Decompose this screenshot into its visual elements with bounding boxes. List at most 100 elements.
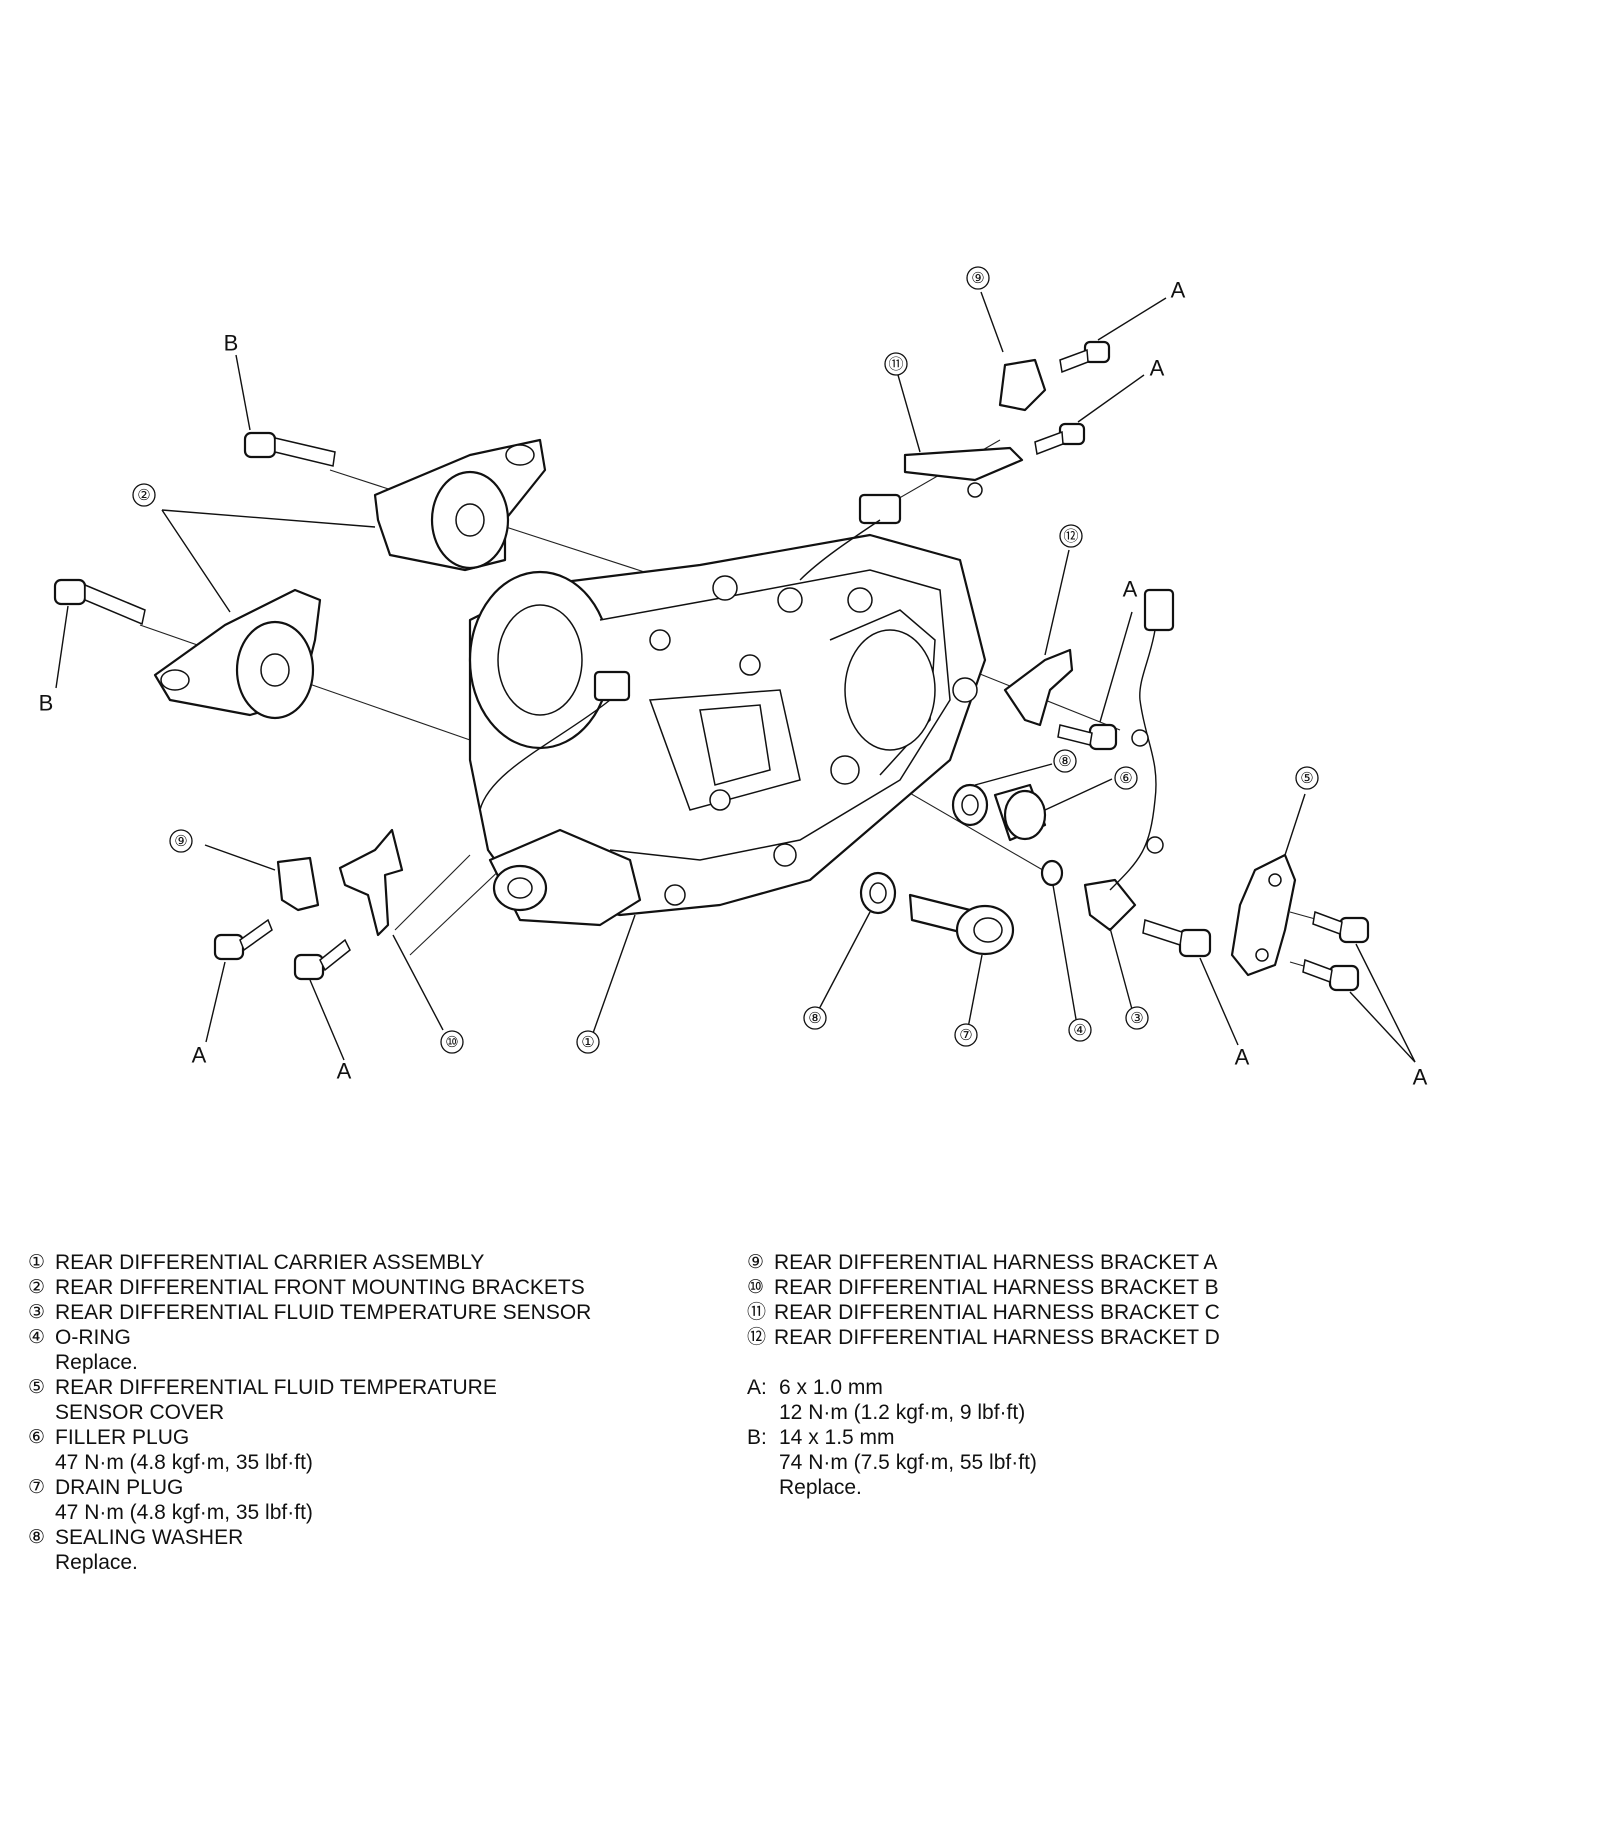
legend-item-note: Replace. (55, 1351, 138, 1374)
fluid-temperature-sensor-cover (1230, 853, 1297, 977)
leader-lines (55, 291, 1416, 1063)
sealing-washer-filler (951, 783, 989, 827)
legend-item: ③ REAR DIFFERENTIAL FLUID TEMPERATURE SE… (28, 1300, 718, 1325)
svg-text:⑧: ⑧ (1058, 752, 1071, 770)
sealing-washer-drain (859, 871, 897, 915)
label-b: B (224, 331, 239, 356)
svg-text:⑪: ⑪ (888, 355, 903, 373)
callout-8-lower: ⑧ (803, 1006, 827, 1030)
svg-text:⑨: ⑨ (971, 269, 984, 287)
callout-8-upper: ⑧ (1053, 749, 1077, 773)
callout-9-top: ⑨ (966, 266, 990, 290)
legend-item-number: ⑩ (747, 1276, 765, 1298)
spec-size: 14 x 1.5 mm (779, 1426, 895, 1449)
legend-item-number: ⑦ (28, 1476, 46, 1498)
legend-item-number: ③ (28, 1301, 46, 1323)
legend-item-name: REAR DIFFERENTIAL HARNESS BRACKET C (774, 1301, 1220, 1324)
legend-item: ⑫ REAR DIFFERENTIAL HARNESS BRACKET D (747, 1325, 1447, 1350)
o-ring (1040, 859, 1064, 887)
svg-text:④: ④ (1073, 1021, 1086, 1039)
legend-item-number: ⑧ (28, 1526, 46, 1548)
harness-bracket-d (1003, 648, 1074, 727)
legend-item-number: ⑨ (747, 1251, 765, 1273)
svg-text:⑤: ⑤ (1300, 769, 1313, 787)
svg-text:⑫: ⑫ (1063, 527, 1078, 545)
bolt-a-bracket-d (1057, 723, 1118, 751)
label-a: A (337, 1059, 352, 1084)
svg-text:⑨: ⑨ (174, 832, 187, 850)
legend-item-name: REAR DIFFERENTIAL HARNESS BRACKET B (774, 1276, 1219, 1299)
callout-7: ⑦ (954, 1023, 978, 1047)
legend-item-number: ⑪ (747, 1301, 767, 1323)
callout-6: ⑥ (1114, 766, 1138, 790)
legend-item-name: FILLER PLUG (55, 1426, 190, 1449)
rear-differential-carrier-assembly (468, 493, 987, 927)
bolt-a-lower-left-1 (213, 918, 273, 961)
label-a: A (1235, 1045, 1250, 1070)
legend-item-name: REAR DIFFERENTIAL FLUID TEMPERATURE SENS… (55, 1301, 592, 1324)
bolt-a-upper-2 (1034, 422, 1086, 456)
spec-key: B: (747, 1426, 767, 1449)
fastener-spec: A: 6 x 1.0 mm 12 N·m (1.2 kgf·m, 9 lbf·f… (747, 1375, 1447, 1425)
legend-item: ⑥ FILLER PLUG 47 N·m (4.8 kgf·m, 35 lbf·… (28, 1425, 718, 1475)
fastener-letter-labels: A A B B A A A A A (39, 278, 1428, 1090)
legend-right-column: ⑨ REAR DIFFERENTIAL HARNESS BRACKET A ⑩ … (747, 1250, 1447, 1500)
callout-4: ④ (1068, 1018, 1092, 1042)
label-b: B (39, 691, 54, 716)
callout-numbers: ⑨ ⑪ ② ⑫ ⑧ ⑥ ⑤ ⑨ ⑩ ① ⑧ ⑦ ④ ③ (132, 266, 1319, 1054)
legend-item: ⑩ REAR DIFFERENTIAL HARNESS BRACKET B (747, 1275, 1447, 1300)
legend-item-number: ⑫ (747, 1326, 767, 1348)
legend-item-name: REAR DIFFERENTIAL FLUID TEMPERATURE (55, 1376, 497, 1399)
bolt-b-upper (243, 431, 336, 467)
svg-text:⑧: ⑧ (808, 1009, 821, 1027)
harness-bracket-c (903, 446, 1024, 498)
callout-1: ① (576, 1030, 600, 1054)
drain-plug (908, 893, 1015, 956)
label-a: A (192, 1043, 207, 1068)
harness-bracket-b (338, 828, 404, 937)
legend-item-note: 47 N·m (4.8 kgf·m, 35 lbf·ft) (55, 1501, 313, 1524)
label-a: A (1123, 577, 1138, 602)
cover-bolt-1 (1312, 910, 1370, 944)
spec-torque: 12 N·m (1.2 kgf·m, 9 lbf·ft) (779, 1401, 1026, 1424)
spec-size: 6 x 1.0 mm (779, 1376, 883, 1399)
svg-text:⑦: ⑦ (959, 1026, 972, 1044)
legend-item-name-continued: SENSOR COVER (55, 1401, 225, 1424)
legend-item: ⑨ REAR DIFFERENTIAL HARNESS BRACKET A (747, 1250, 1447, 1275)
front-mounting-bracket-upper (373, 438, 547, 572)
legend-left-column: ① REAR DIFFERENTIAL CARRIER ASSEMBLY ② R… (28, 1250, 718, 1575)
callout-12: ⑫ (1059, 524, 1083, 548)
legend-item-name: REAR DIFFERENTIAL FRONT MOUNTING BRACKET… (55, 1276, 585, 1299)
legend-item-number: ⑥ (28, 1426, 46, 1448)
legend-item-name: DRAIN PLUG (55, 1476, 184, 1499)
svg-text:⑩: ⑩ (445, 1033, 458, 1051)
legend-item-name: SEALING WASHER (55, 1526, 244, 1549)
svg-text:⑥: ⑥ (1119, 769, 1132, 787)
bolt-a-upper-1 (1059, 340, 1111, 374)
legend-item-number: ② (28, 1276, 46, 1298)
svg-text:①: ① (581, 1033, 594, 1051)
bolt-b-lower (53, 578, 146, 626)
legend-item-name: REAR DIFFERENTIAL HARNESS BRACKET D (774, 1326, 1220, 1349)
callout-10: ⑩ (440, 1030, 464, 1054)
legend-item: ② REAR DIFFERENTIAL FRONT MOUNTING BRACK… (28, 1275, 718, 1300)
legend-item-note: 47 N·m (4.8 kgf·m, 35 lbf·ft) (55, 1451, 313, 1474)
legend-item-number: ④ (28, 1326, 46, 1348)
legend-item-name: REAR DIFFERENTIAL HARNESS BRACKET A (774, 1251, 1218, 1274)
harness-bracket-a-upper (998, 358, 1047, 412)
fastener-spec: B: 14 x 1.5 mm 74 N·m (7.5 kgf·m, 55 lbf… (747, 1425, 1447, 1500)
label-a: A (1150, 356, 1165, 381)
exploded-view-diagram: ⑨ ⑪ ② ⑫ ⑧ ⑥ ⑤ ⑨ ⑩ ① ⑧ ⑦ ④ ③ A A B B A A … (39, 266, 1428, 1090)
legend-item: ① REAR DIFFERENTIAL CARRIER ASSEMBLY (28, 1250, 718, 1275)
svg-text:③: ③ (1130, 1009, 1143, 1027)
bolt-a-lower-left-2 (293, 938, 351, 981)
callout-3: ③ (1125, 1006, 1149, 1030)
legend-item-note: Replace. (55, 1551, 138, 1574)
fluid-temperature-sensor (1083, 588, 1175, 932)
front-mounting-bracket-lower (153, 588, 322, 720)
legend-item: ⑦ DRAIN PLUG 47 N·m (4.8 kgf·m, 35 lbf·f… (28, 1475, 718, 1525)
svg-text:②: ② (137, 486, 150, 504)
legend-item: ④ O-RING Replace. (28, 1325, 718, 1375)
legend-item: ⑧ SEALING WASHER Replace. (28, 1525, 718, 1575)
label-a: A (1171, 278, 1186, 303)
